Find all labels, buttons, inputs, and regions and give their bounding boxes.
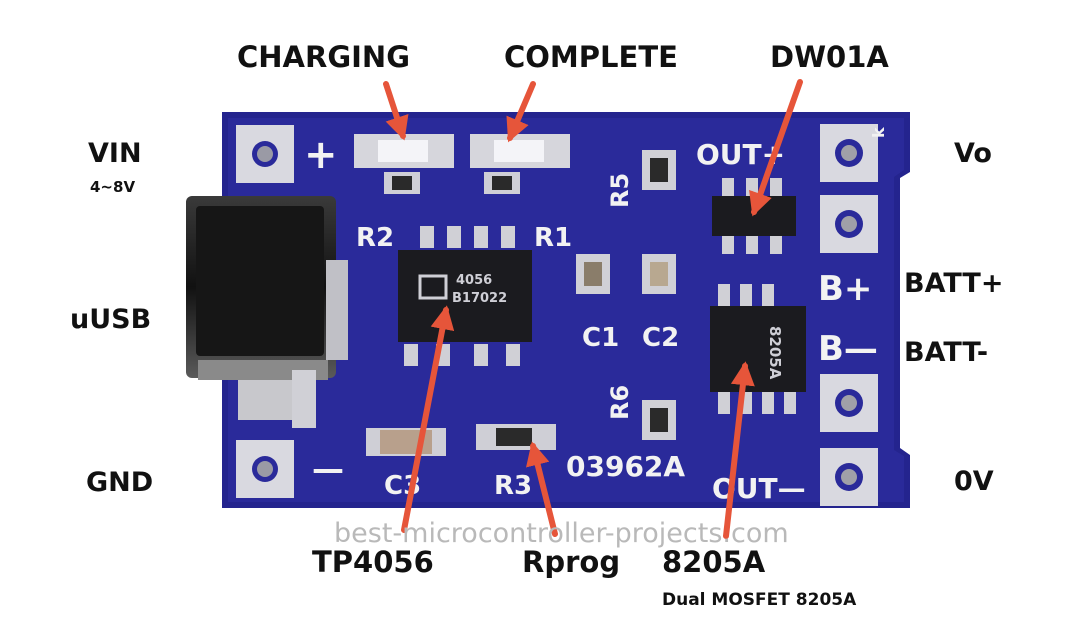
arrow-8205a [723,361,755,539]
silk-minus: — [312,450,344,488]
passive-components [292,150,676,456]
right-pads [820,124,878,506]
tp4056-marking-2: B17022 [452,291,507,306]
silk-k: k [869,127,888,138]
arrow-dw01a [749,79,803,217]
label-complete: COMPLETE [504,40,678,74]
label-8205a: 8205A [662,545,766,579]
label-dw01a: DW01A [770,40,889,74]
watermark: best-microcontroller-projects.com [334,518,789,549]
label-vin: VIN [88,138,142,169]
silk-board-id: 03962A [566,450,685,483]
label-vo: Vo [954,138,992,169]
label-gnd: GND [86,467,154,498]
silk-plus: + [304,132,338,178]
arrow-tp4056 [401,305,455,533]
label-batt-minus: BATT- [904,337,989,368]
label-dual-mosfet: Dual MOSFET 8205A [662,590,857,610]
label-vin-range: 4~8V [90,178,136,196]
arrow-complete [506,81,536,143]
label-tp4056: TP4056 [312,545,434,579]
left-pads [236,125,294,498]
arrow-charging [383,81,409,141]
mosfet-marking: 8205A [766,326,784,380]
silk-c2: C2 [642,323,679,353]
label-0v: 0V [954,466,994,497]
mosfet-chip: 8205A [710,284,806,414]
label-uusb: uUSB [70,304,152,335]
annotation-arrows [383,79,803,539]
silk-r3: R3 [494,471,532,501]
arrow-rprog [526,441,558,537]
tp4056-chip: 4056 B17022 [398,226,532,366]
label-batt-plus: BATT+ [904,268,1004,299]
silk-b-plus: B+ [818,269,872,309]
silk-r6: R6 [606,385,634,420]
tp4056-marking-1: 4056 [456,273,492,288]
silk-r2: R2 [356,223,394,253]
label-charging: CHARGING [237,40,410,74]
silk-out-minus: OUT— [712,472,806,505]
usb-connector [186,196,348,420]
silk-c1: C1 [582,323,619,353]
silk-b-minus: B— [818,329,878,369]
silk-r1: R1 [534,223,572,253]
silk-r5: R5 [606,173,634,208]
label-rprog: Rprog [522,545,621,579]
